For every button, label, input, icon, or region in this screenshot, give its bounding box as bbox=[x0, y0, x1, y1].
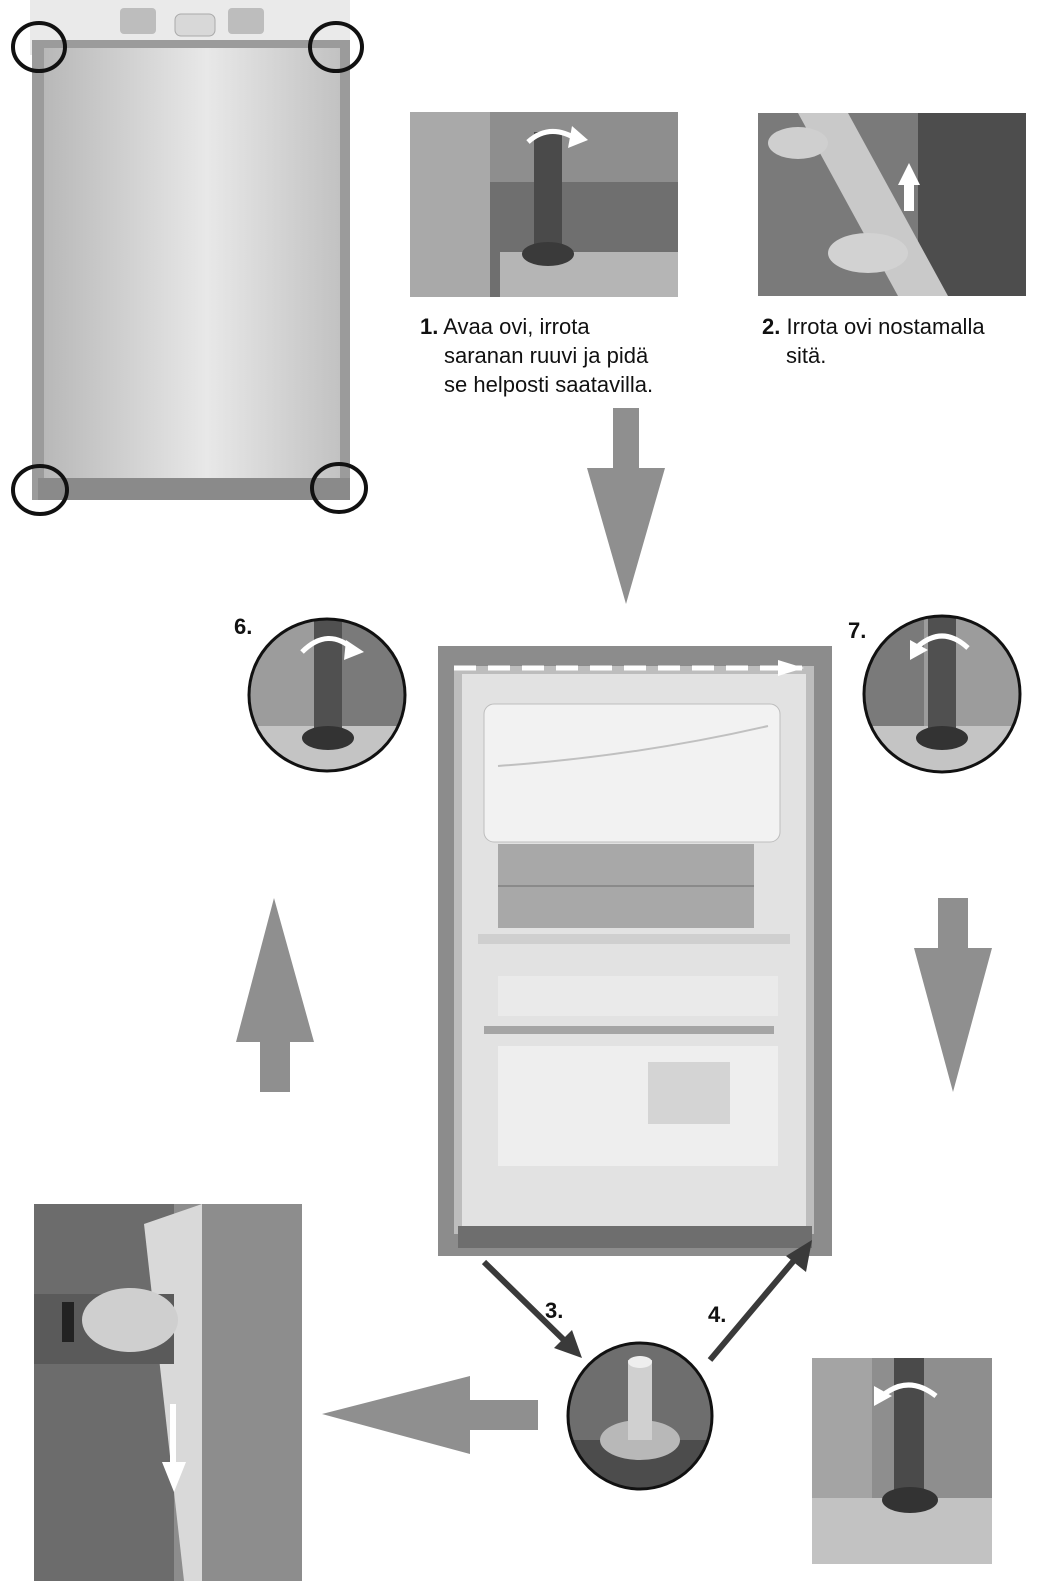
step6-label: 6. bbox=[234, 614, 253, 639]
door-lift-photo-step2 bbox=[758, 113, 1026, 296]
step1-caption: 1. Avaa ovi, irrota saranan ruuvi ja pid… bbox=[420, 312, 653, 399]
step2-text-line2: sitä. bbox=[786, 343, 827, 368]
hinge-screw-photo-step1 bbox=[410, 112, 678, 297]
rotate-arrow-icon bbox=[568, 126, 588, 148]
fridge-door-photo bbox=[10, 0, 370, 520]
hinge-pin-circle bbox=[566, 1340, 716, 1492]
open-fridge-photo bbox=[438, 646, 832, 1256]
door-remove-photo bbox=[34, 1204, 302, 1581]
corner-circle-bottom-right bbox=[308, 460, 370, 516]
up-arrow-icon bbox=[898, 163, 920, 185]
step2-text-line1: Irrota ovi nostamalla bbox=[786, 314, 985, 339]
step1-number: 1. bbox=[420, 314, 439, 339]
hinge-screw-circle-step7 bbox=[862, 614, 1024, 776]
flow-arrow-down-right bbox=[912, 898, 994, 1094]
step4-label: 4. bbox=[708, 1302, 727, 1327]
dark-arrow-step4 bbox=[700, 1228, 820, 1368]
corner-circle-top-left bbox=[10, 20, 70, 76]
down-arrow-icon bbox=[162, 1462, 186, 1492]
flow-arrow-left-bottom bbox=[322, 1376, 542, 1456]
hinge-screw-photo-bottom-right bbox=[812, 1358, 992, 1564]
step7-label: 7. bbox=[848, 618, 867, 643]
corner-circle-bottom-left bbox=[10, 462, 72, 518]
step3-label: 3. bbox=[545, 1298, 564, 1323]
dark-arrow-step3 bbox=[478, 1256, 598, 1366]
step1-text-line2: saranan ruuvi ja pidä bbox=[444, 343, 649, 368]
step2-caption: 2. Irrota ovi nostamalla sitä. bbox=[762, 312, 985, 370]
flow-arrow-up-left bbox=[236, 898, 318, 1094]
hinge-screw-circle-step6 bbox=[246, 616, 408, 774]
corner-circle-top-right bbox=[306, 20, 366, 76]
step1-text-line1: Avaa ovi, irrota bbox=[443, 314, 590, 339]
flow-arrow-down-center bbox=[585, 408, 667, 606]
step1-text-line3: se helposti saatavilla. bbox=[444, 372, 654, 397]
step2-number: 2. bbox=[762, 314, 781, 339]
